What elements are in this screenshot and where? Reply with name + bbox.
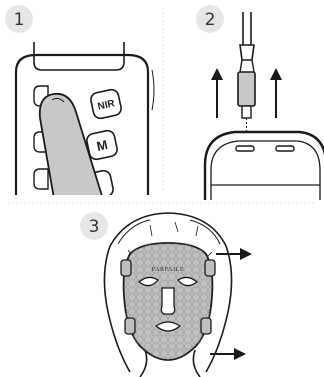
usb-cable-icon	[243, 12, 251, 45]
mask-strap-clip	[205, 260, 215, 276]
mask-brand-label: PARFAILE	[152, 267, 184, 273]
step-1-number: 1	[14, 10, 25, 30]
step-3-panel: 3 PARFAILE	[80, 212, 252, 377]
nir-button: NIR	[90, 88, 123, 119]
usb-plug	[238, 72, 255, 106]
step-1-badge: 1	[5, 5, 33, 33]
step-3-badge: 3	[80, 212, 108, 240]
device-outline	[205, 132, 324, 200]
face-mask-icon: PARFAILE	[124, 243, 213, 360]
mask-strap-clip	[125, 318, 135, 334]
usb-port	[236, 146, 254, 151]
step-2-number: 2	[205, 10, 216, 30]
right-arrow-icon	[216, 248, 252, 260]
step-3-number: 3	[89, 217, 100, 237]
right-arrow-icon	[210, 348, 246, 360]
step-2-panel: 2	[196, 5, 324, 200]
up-arrow-icon	[270, 68, 282, 118]
remote-button-left	[34, 169, 48, 189]
step-1-panel: 1 NIR M	[5, 5, 154, 210]
up-arrow-icon	[211, 68, 223, 118]
step-2-badge: 2	[196, 5, 224, 33]
mask-strap-clip	[201, 318, 211, 334]
usb-port	[276, 146, 294, 151]
mask-strap-clip	[121, 260, 131, 276]
